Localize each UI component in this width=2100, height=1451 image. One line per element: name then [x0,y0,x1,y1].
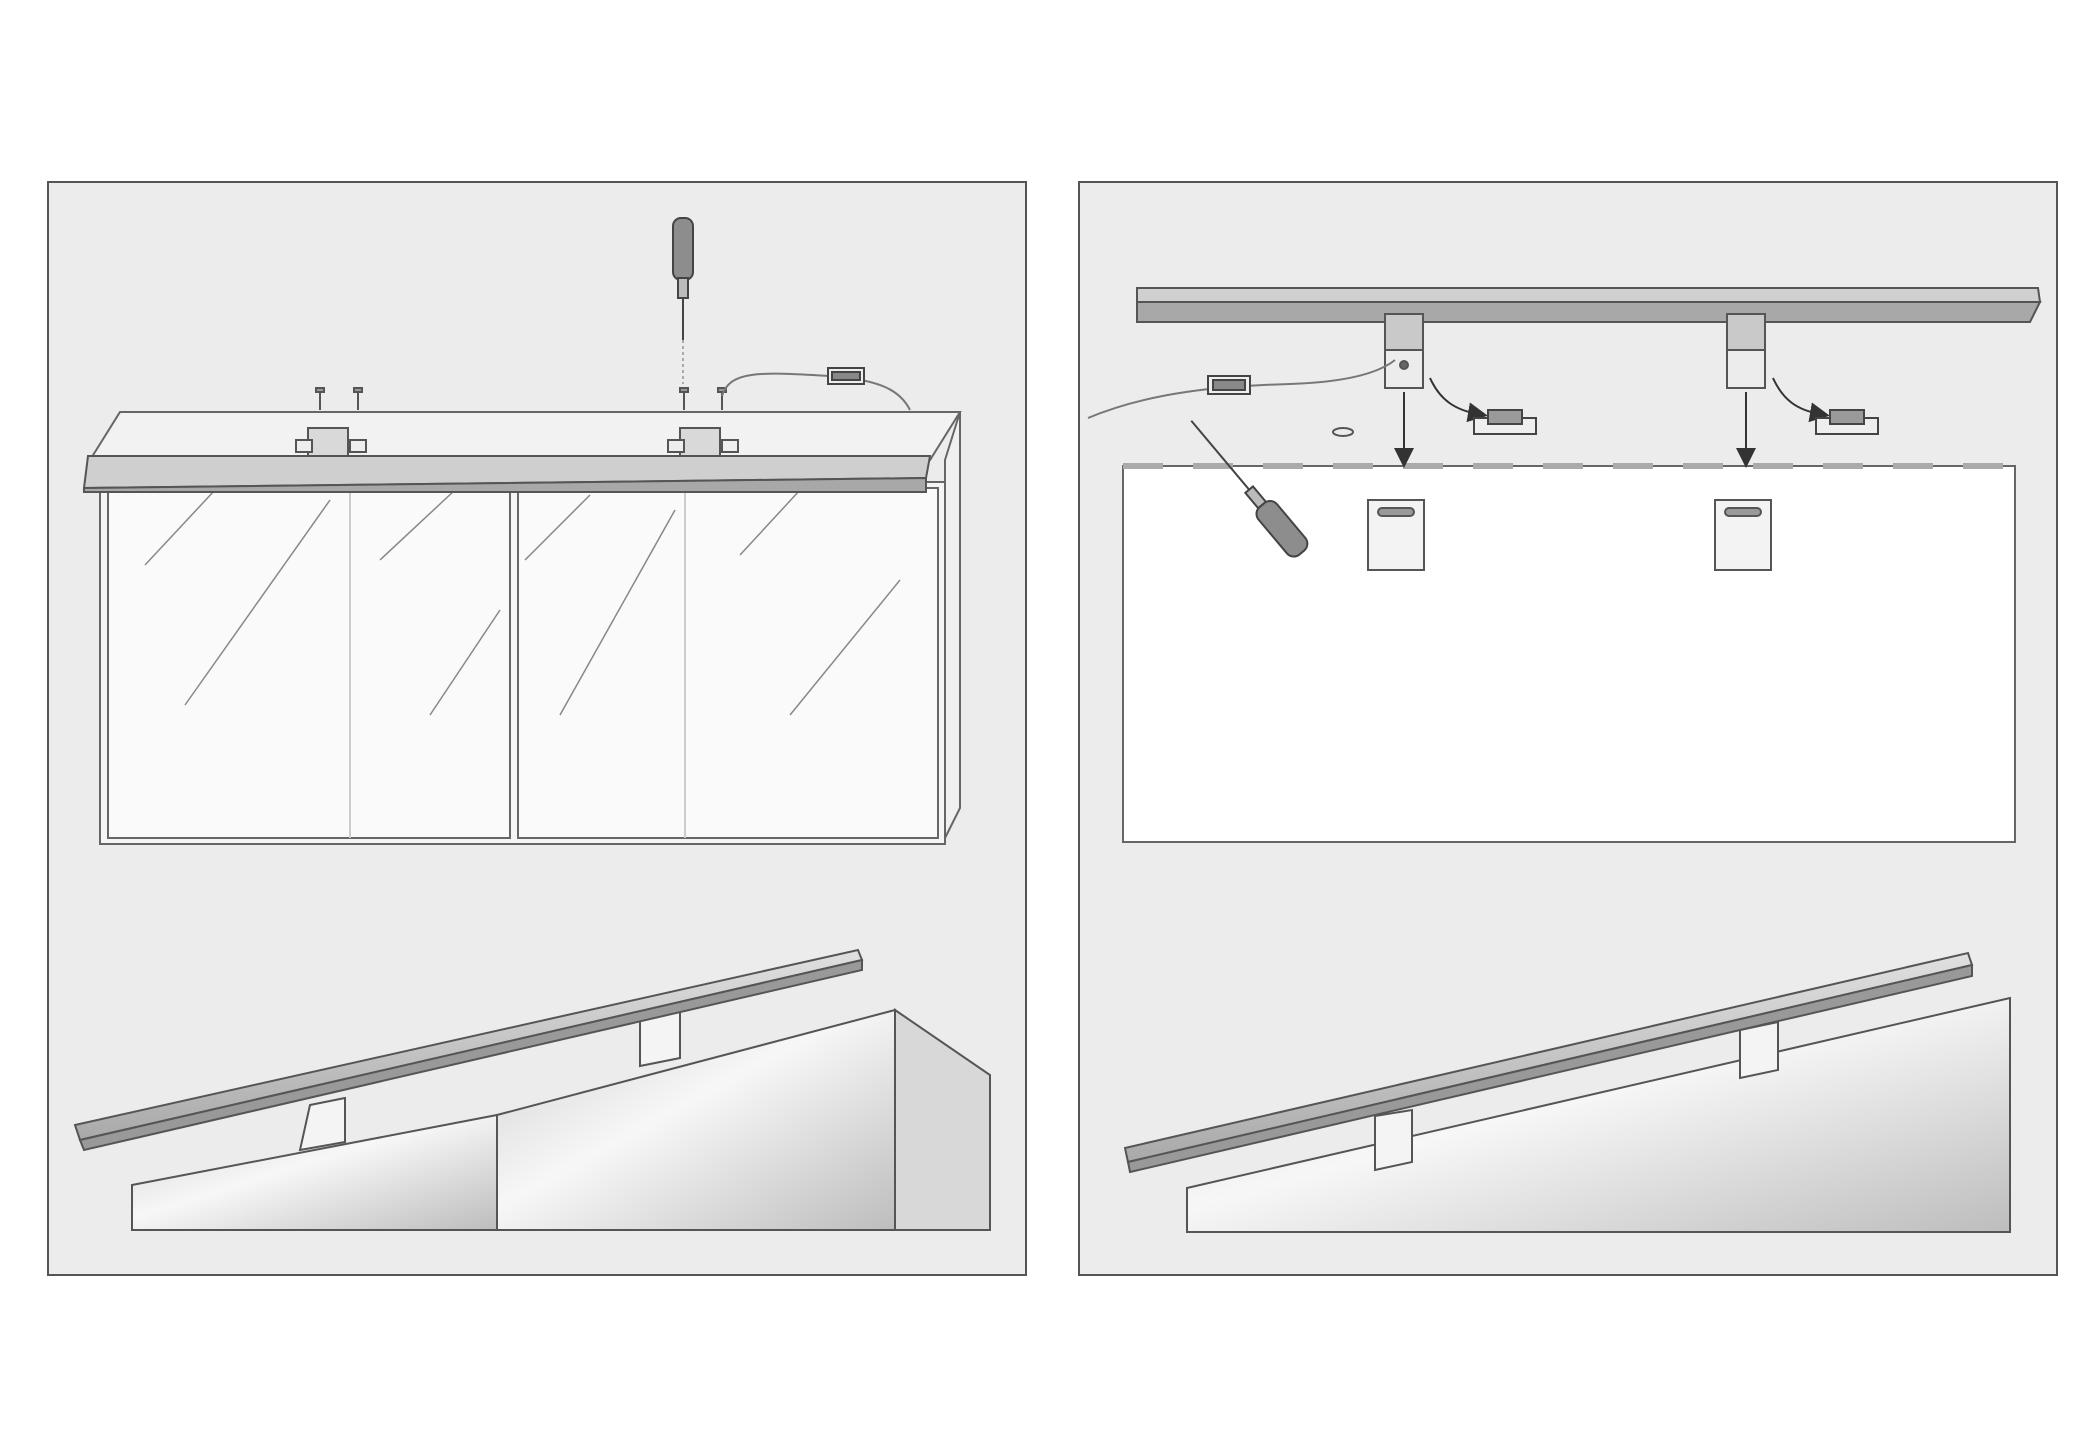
lamp-arm-right-1 [1384,313,1424,389]
cabinet-side [944,411,961,839]
connector-box-icon [1207,375,1251,395]
cabinet-side-perspective [894,1008,991,1231]
led-light-bar-left [82,455,932,493]
lamp-arm-4 [1739,1020,1779,1080]
lamp-arm-1 [298,1096,346,1152]
mirror-front [1122,465,2016,843]
cabinet-perspective-view [73,948,991,1231]
glass-reflection-lines [144,489,901,716]
lamp-arm-3 [1374,1108,1413,1172]
curved-arrow-icon [1429,377,1830,423]
cabinet-top [88,411,962,461]
mirror-door-right [517,487,939,839]
connector-box-icon [1473,409,1879,435]
arrow-down-icon [1394,392,1756,468]
mounting-clip-icon [1367,499,1772,571]
led-light-bar-right [1136,287,2042,323]
mirror-perspective-view [1123,951,2011,1233]
mirror-perspective [1186,996,2011,1233]
mounting-bracket-2 [667,427,739,457]
mirror-perspective-right [496,1008,896,1231]
power-cable-right [1087,359,1396,419]
screwdriver-icon [1190,420,1354,558]
connector-box-icon [827,367,865,385]
mirror-door-left [107,487,511,839]
lamp-arm-right-2 [1726,313,1766,389]
mounting-bracket-1 [295,427,367,457]
cabinet-top-view [88,411,962,845]
screwdriver-icon [672,217,694,384]
power-cable-left [721,372,911,411]
screw-icon [315,387,727,410]
